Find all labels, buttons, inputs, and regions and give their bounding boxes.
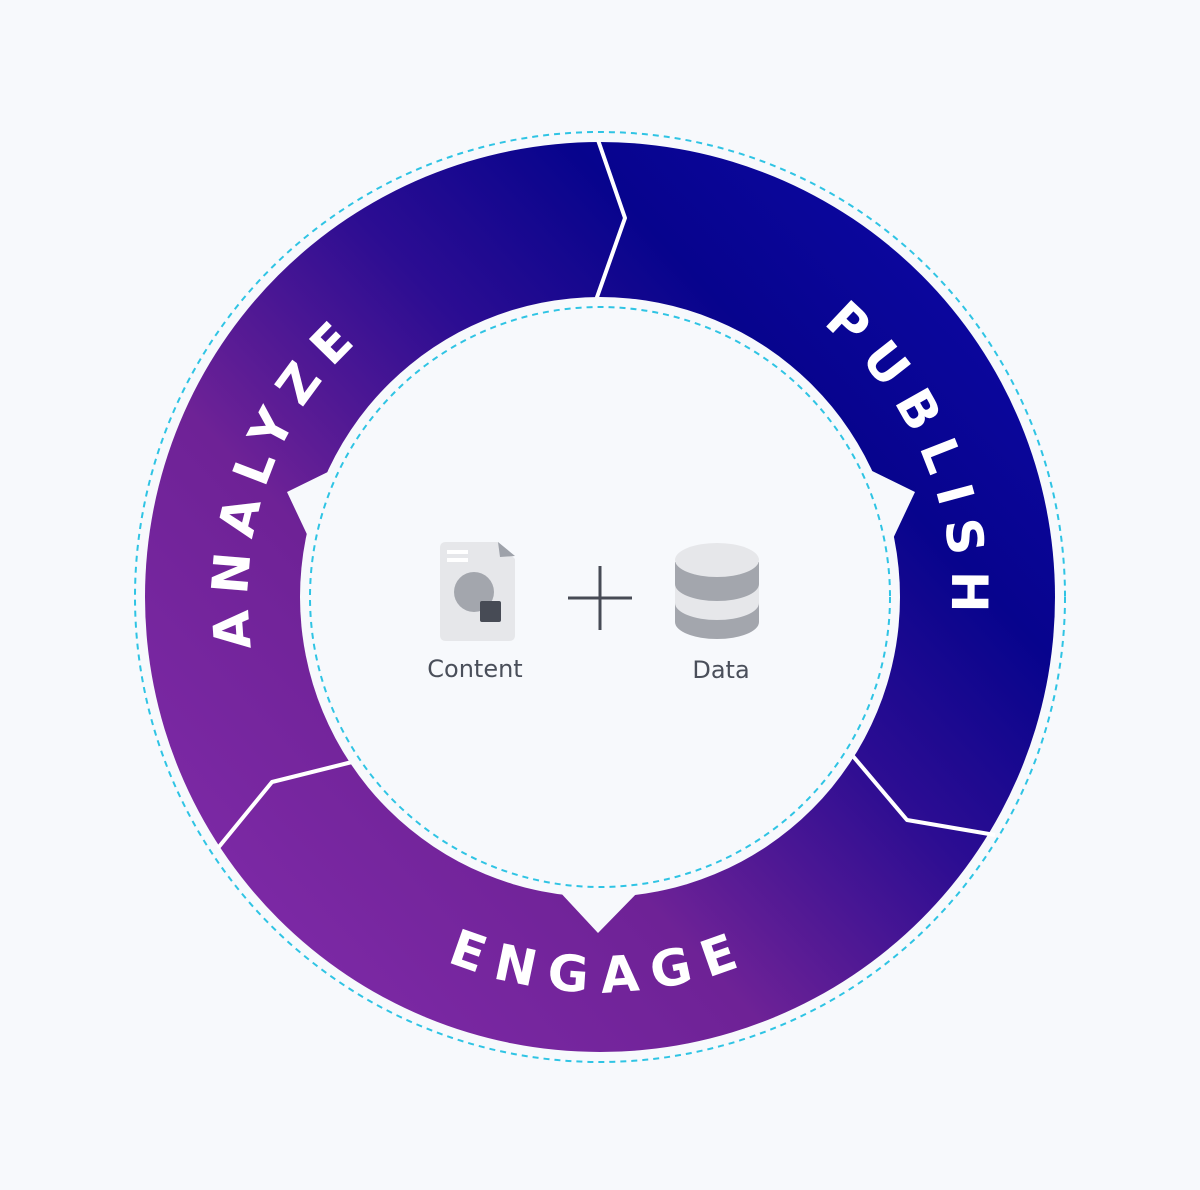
database-icon <box>675 543 759 639</box>
divider-bottom-right <box>850 753 996 837</box>
content-label: Content <box>427 655 522 683</box>
divider-top <box>594 139 627 301</box>
divider-bottom-left <box>216 760 353 850</box>
document-icon <box>440 542 515 641</box>
data-label: Data <box>692 656 749 684</box>
plus-icon <box>568 566 632 630</box>
outer-dashed-circle <box>134 131 1066 1063</box>
ring-dividers <box>216 139 996 850</box>
inner-dashed-circle <box>309 306 891 888</box>
